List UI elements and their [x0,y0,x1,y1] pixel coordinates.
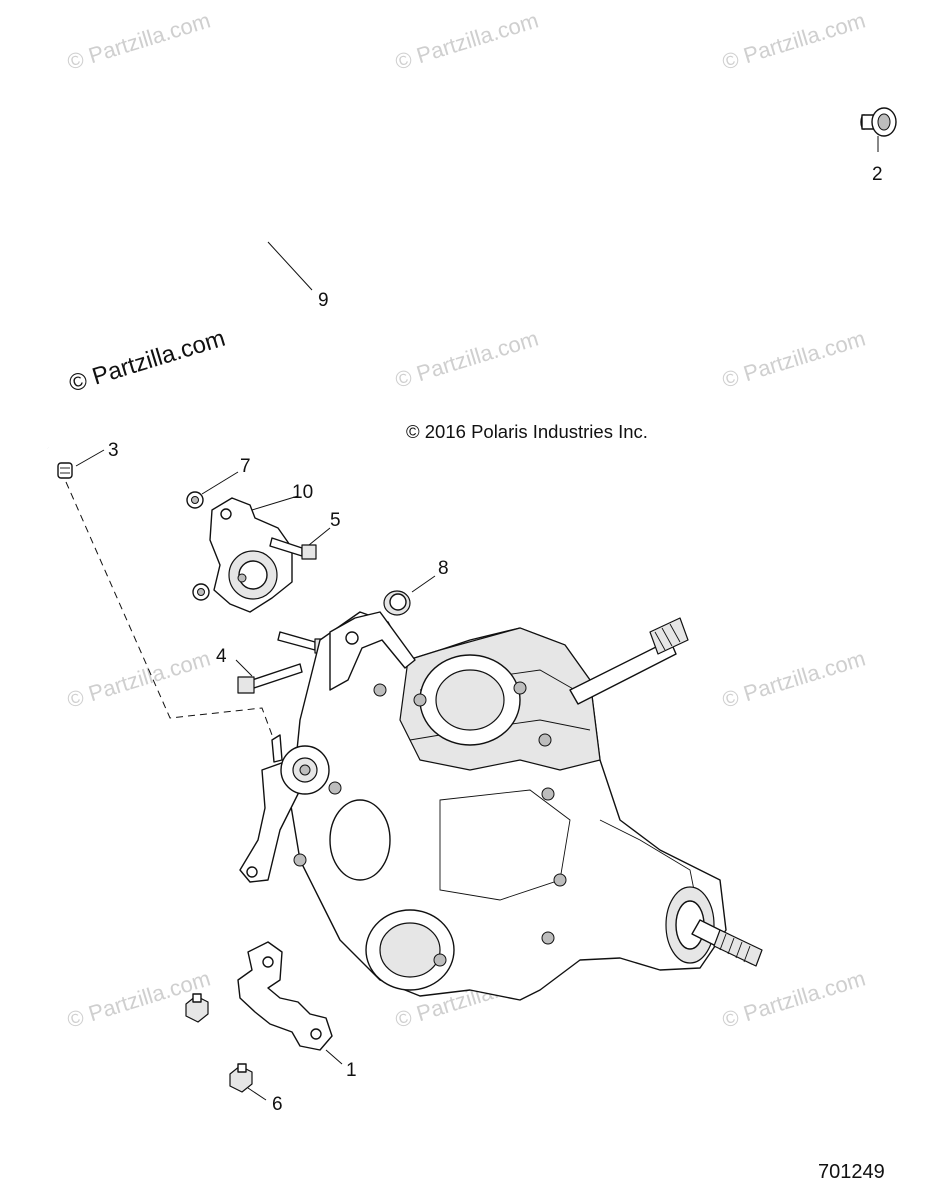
shift-lever-arm [239,734,330,883]
bolt-part-5[interactable] [269,527,331,560]
watermark: © Partzilla.com [392,8,541,75]
watermark: © Partzilla.com [719,966,868,1033]
output-shaft-bottom [691,919,763,967]
callout-1[interactable]: 1 [346,1060,357,1081]
callout-8[interactable]: 8 [438,558,449,579]
diagram-code: 701249 [818,1161,885,1183]
callout-4[interactable]: 4 [216,646,227,667]
routing-dashed-line [65,481,273,736]
vent-fitting-part-2[interactable] [861,107,897,152]
mount-bracket [329,611,416,691]
leader-line-9 [267,241,313,291]
callout-9[interactable]: 9 [318,290,329,311]
watermark: © Partzilla.com [392,326,541,393]
watermark: © Partzilla.com [64,646,213,713]
output-shaft-top [569,617,689,705]
nut-part-7[interactable] [186,471,239,509]
vent-hose-part-9[interactable] [28,114,868,450]
callout-6[interactable]: 6 [272,1094,283,1115]
callout-labels: 1 2 3 4 5 6 7 8 9 10 [108,164,883,1115]
watermark: © Partzilla.com [719,646,868,713]
bolt-part-6-second[interactable] [229,1063,267,1101]
transmission-assembly [289,611,727,1001]
sensor-part-10[interactable] [209,495,299,613]
bracket-part-1[interactable] [237,941,343,1065]
plug-part-8[interactable] [383,575,436,616]
callout-7[interactable]: 7 [240,456,251,477]
callout-3[interactable]: 3 [108,440,119,461]
callout-5[interactable]: 5 [330,510,341,531]
watermark: © Partzilla.com [719,326,868,393]
callout-2[interactable]: 2 [872,164,883,185]
watermark: © Partzilla.com [64,966,213,1033]
callout-10[interactable]: 10 [292,482,313,503]
copyright-notice: © 2016 Polaris Industries Inc. [406,421,648,442]
watermark: © Partzilla.com [719,8,868,75]
bolt-part-6[interactable] [185,993,209,1023]
hose-clamp-part-3[interactable] [57,449,105,479]
watermark: © Partzilla.com [64,8,213,75]
nut-part-7-second[interactable] [192,583,210,601]
